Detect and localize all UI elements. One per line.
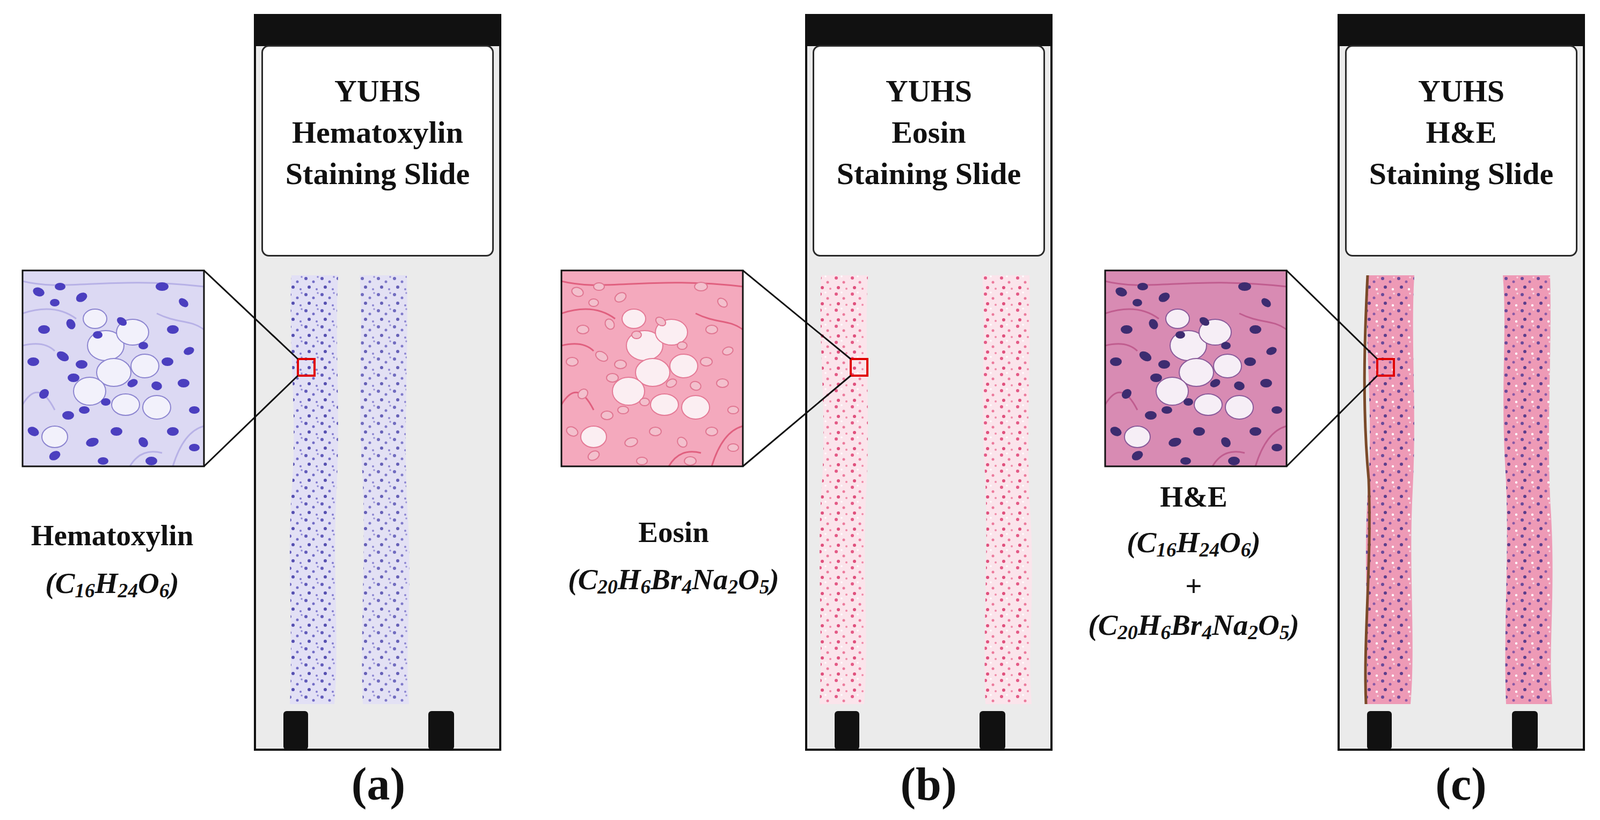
chemical-formula: (C20H6Br4Na2O5) [1087,607,1299,644]
slide-title: Eosin Staining Slide [834,111,1024,195]
slide-label: YUHSHematoxylin Staining Slide [261,45,494,257]
stain-name: Eosin [638,514,709,551]
stain-name: Hematoxylin [31,517,194,554]
panel-label: (a) [351,756,406,813]
chemical-formula: (C16H24O6) [45,565,179,602]
zoom-inset-hematoxylin [22,270,298,467]
slide-label: YUHSEosin Staining Slide [812,45,1046,257]
zoom-inset-eosin [561,270,851,467]
slide-heading: YUHS [885,70,973,112]
zoom-inset-he [1105,270,1378,467]
stain-name: H&E [1159,479,1227,515]
slide-he [1338,15,1584,750]
plus-sign: + [1185,568,1202,604]
chemical-formula: (C20H6Br4Na2O5) [567,561,779,598]
chemical-formula: (C16H24O6) [1126,524,1261,561]
panel-label: (b) [900,756,957,813]
slide-heading: YUHS [1418,70,1505,112]
slide-title: Hematoxylin Staining Slide [283,111,473,195]
slide-title: H&E Staining Slide [1367,111,1556,195]
slide-heading: YUHS [334,70,421,112]
slide-label: YUHSH&E Staining Slide [1345,45,1578,257]
panel-label: (c) [1435,756,1487,813]
